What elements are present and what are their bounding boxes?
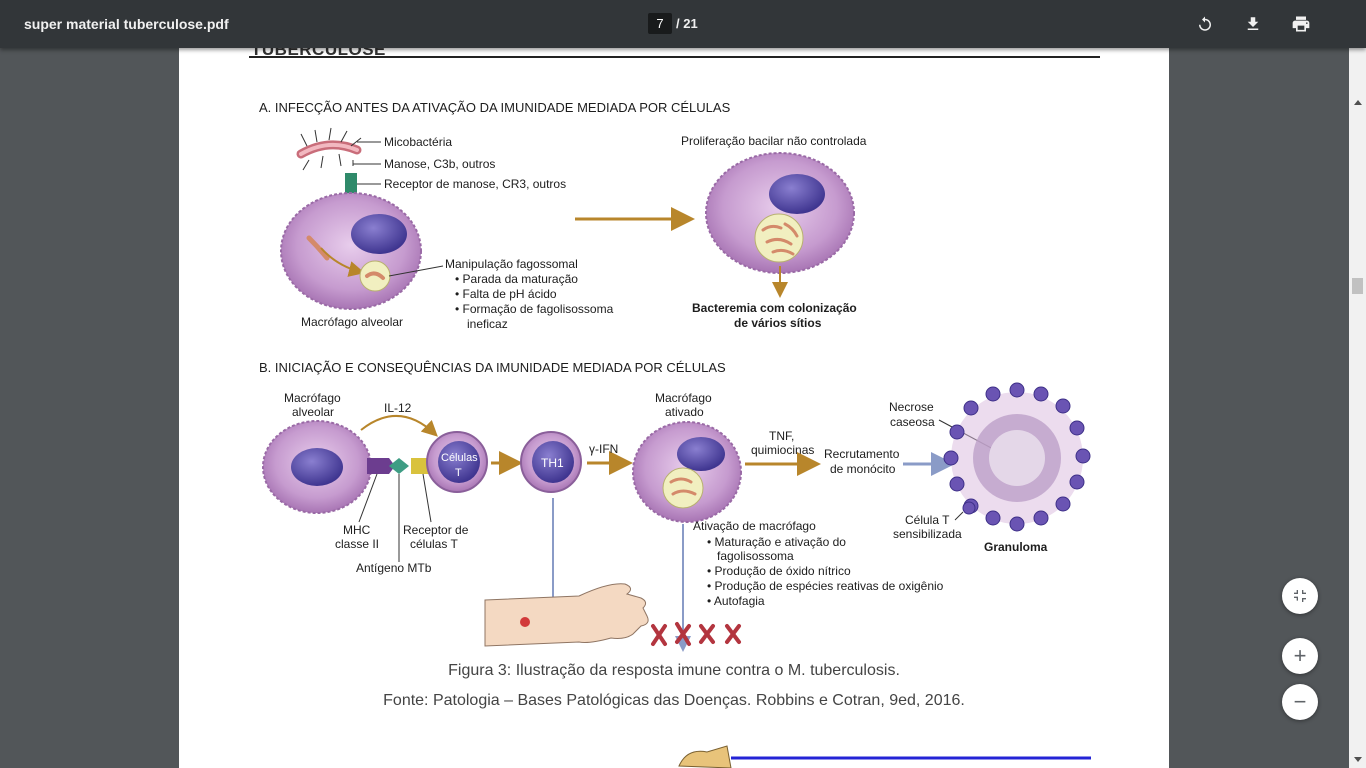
mhc-molecule (367, 458, 395, 474)
scroll-up-arrow-icon[interactable] (1354, 100, 1362, 105)
label-ineficaz: ineficaz (467, 317, 508, 331)
mannose-receptor-drawing (345, 173, 357, 197)
label-autofagia: • Autofagia (707, 594, 765, 608)
label-necrose-2: caseosa (890, 415, 935, 429)
label-th1: TH1 (541, 456, 564, 470)
print-button[interactable] (1289, 12, 1313, 36)
label-ativacao: Ativação de macrófago (693, 519, 816, 533)
label-bacteremia-2: de vários sítios (734, 316, 822, 330)
label-macrofago-ativado-1: Macrófago (655, 391, 712, 405)
label-micobacteria: Micobactéria (384, 135, 452, 149)
label-tnf-1: TNF, (769, 429, 794, 443)
label-macrofago-b1: Macrófago (284, 391, 341, 405)
fit-page-button[interactable] (1282, 578, 1318, 614)
label-tnf-2: quimiocinas (751, 443, 814, 457)
next-page-decoration (678, 745, 1091, 768)
pdf-page: TUBERCULOSE A. INFECÇÃO ANTES DA ATIVAÇÃ… (179, 48, 1169, 768)
granuloma-drawing (943, 382, 1091, 532)
label-il12: IL-12 (384, 401, 412, 415)
label-receptor-t-2: células T (410, 537, 458, 551)
document-title: super material tuberculose.pdf (24, 16, 229, 32)
label-granuloma: Granuloma (984, 540, 1048, 554)
download-button[interactable] (1241, 12, 1265, 36)
label-proliferacao: Proliferação bacilar não controlada (681, 134, 867, 148)
macrophage-cell-a (280, 192, 422, 310)
print-icon (1292, 16, 1310, 32)
label-gamma-ifn: γ-IFN (589, 442, 618, 456)
label-oxido-nitrico: • Produção de óxido nítrico (707, 564, 851, 578)
label-receptor: Receptor de manose, CR3, outros (384, 177, 566, 191)
label-necrose-1: Necrose (889, 400, 934, 414)
section-a-heading: A. INFECÇÃO ANTES DA ATIVAÇÃO DA IMUNIDA… (259, 100, 731, 115)
label-maturacao: • Maturação e ativação do (707, 535, 846, 549)
label-macrofago-alveolar: Macrófago alveolar (301, 315, 403, 329)
label-receptor-t-1: Receptor de (403, 523, 469, 537)
label-mhc-2: classe II (335, 537, 379, 551)
label-fagolisossoma: • Formação de fagolisossoma (455, 302, 614, 316)
label-macrofago-ativado-2: ativado (665, 405, 704, 419)
download-icon (1247, 17, 1259, 30)
label-celulas-1: Células (441, 452, 478, 464)
label-celula-t-2: sensibilizada (893, 527, 962, 541)
forearm-drawing (484, 583, 649, 647)
page-number-input[interactable]: 7 (648, 13, 672, 34)
dead-bacteria-drawing (651, 622, 741, 646)
vertical-scrollbar[interactable] (1349, 48, 1366, 768)
section-b-heading: B. INICIAÇÃO E CONSEQUÊNCIAS DA IMUNIDAD… (259, 360, 726, 375)
pdf-toolbar: super material tuberculose.pdf 7 / 21 (0, 0, 1366, 48)
label-mhc-1: MHC (343, 523, 371, 537)
antigen-molecule (389, 458, 409, 474)
label-parada: • Parada da maturação (455, 272, 578, 286)
figure-source: Fonte: Patologia – Bases Patológicas das… (383, 692, 965, 709)
rotate-icon (1199, 16, 1211, 31)
label-recrutamento-2: de monócito (830, 462, 896, 476)
rotate-button[interactable] (1193, 12, 1217, 36)
immune-response-figure: A. INFECÇÃO ANTES DA ATIVAÇÃO DA IMUNIDA… (259, 100, 1091, 652)
label-especies-reativas: • Produção de espécies reativas de oxigê… (707, 579, 944, 593)
label-celula-t-1: Célula T (905, 513, 950, 527)
scroll-thumb[interactable] (1352, 278, 1363, 294)
label-bacteremia-1: Bacteremia com colonização (692, 301, 857, 315)
fit-page-icon (1294, 590, 1306, 602)
page-header-text: TUBERCULOSE (251, 48, 386, 59)
zoom-in-button[interactable]: + (1282, 638, 1318, 674)
label-ph: • Falta de pH ácido (455, 287, 557, 301)
zoom-out-button[interactable]: − (1282, 684, 1318, 720)
label-macrofago-b2: alveolar (292, 405, 334, 419)
page-count: / 21 (676, 16, 698, 31)
label-antigeno: Antígeno MTb (356, 561, 432, 575)
label-recrutamento-1: Recrutamento (824, 447, 900, 461)
macrophage-nucleus-a (351, 214, 407, 254)
header-divider (249, 56, 1100, 58)
mycobacterium-drawing (296, 127, 362, 171)
label-fagolisossoma-b: fagolisossoma (717, 549, 794, 563)
label-manipulacao: Manipulação fagossomal (445, 257, 578, 271)
label-manose: Manose, C3b, outros (384, 157, 495, 171)
label-celulas-2: T (455, 467, 462, 479)
figure-caption: Figura 3: Ilustração da resposta imune c… (448, 662, 900, 679)
scroll-down-arrow-icon[interactable] (1354, 757, 1362, 762)
